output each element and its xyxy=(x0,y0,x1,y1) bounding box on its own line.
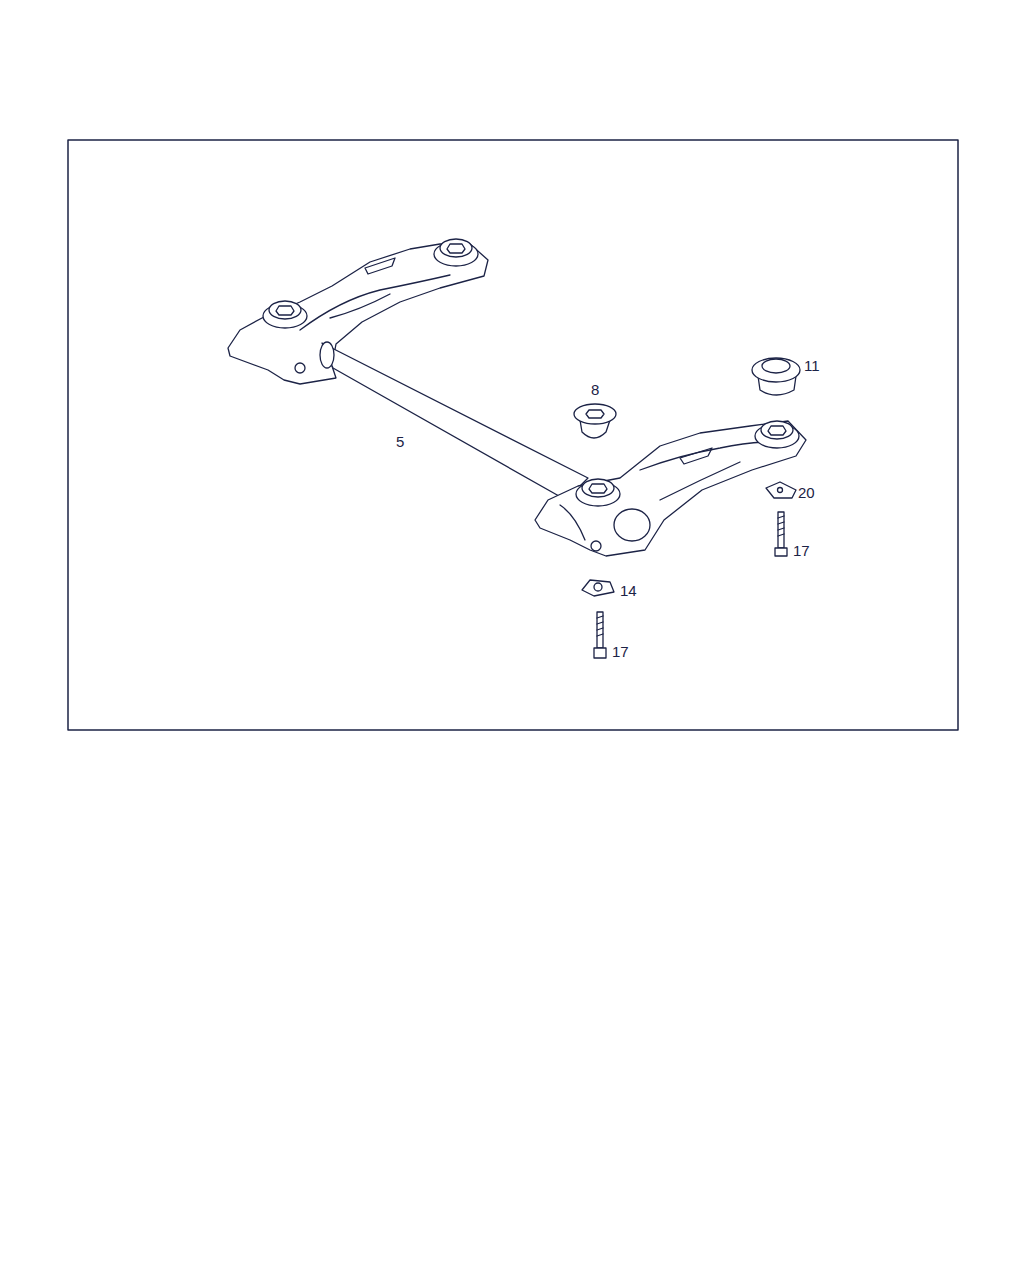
bushing-8 xyxy=(574,404,616,438)
cross-tube xyxy=(322,343,588,500)
bushing-11 xyxy=(752,358,800,395)
clip-20 xyxy=(766,482,796,498)
callout-number: 14 xyxy=(619,583,638,598)
nut-plate-14 xyxy=(582,580,614,596)
callout-number: 20 xyxy=(797,485,816,500)
bolt-17 xyxy=(775,512,787,556)
bolt-17 xyxy=(594,612,606,658)
callout-number: 17 xyxy=(792,543,811,558)
callout-number: 17 xyxy=(611,644,630,659)
callout-number: 8 xyxy=(590,382,600,397)
callout-number: 5 xyxy=(395,434,405,449)
callout-number: 11 xyxy=(803,358,821,373)
frame-border xyxy=(68,140,958,730)
right-arm xyxy=(535,421,806,556)
